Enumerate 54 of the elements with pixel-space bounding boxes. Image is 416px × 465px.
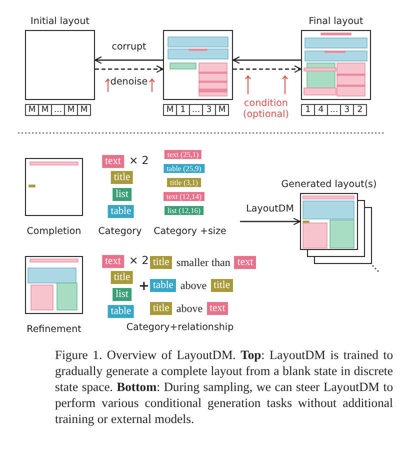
layout-heading: Initial layout xyxy=(30,16,90,27)
multiplier-text: × 2 xyxy=(129,254,149,267)
category-tag: table xyxy=(108,305,134,318)
category-tag: list xyxy=(112,188,132,202)
token-cell: M xyxy=(38,104,52,116)
category-tag: table xyxy=(150,279,176,292)
category-tag: title xyxy=(110,171,134,184)
arrow xyxy=(95,65,164,73)
category-tag: list xyxy=(112,288,132,302)
edge-label: LayoutDM xyxy=(245,203,295,214)
token-cell: 1 xyxy=(176,104,190,116)
token-cell: 2 xyxy=(353,104,367,116)
category-tag: text xyxy=(102,255,124,268)
plus-sign: + xyxy=(138,279,150,294)
column-caption: Category xyxy=(98,226,142,237)
category-tag: title xyxy=(210,279,234,292)
edge-label: corrupt xyxy=(110,42,148,53)
relation-text: above xyxy=(176,302,203,315)
arrow xyxy=(232,56,301,64)
token-cell: M xyxy=(163,104,177,116)
layout-heading: Refinement xyxy=(26,324,82,335)
token-cell: 3 xyxy=(340,104,354,116)
layout-heading: Generated layout(s) xyxy=(281,179,377,190)
edge-label: denoise xyxy=(109,76,149,88)
category-tag: title xyxy=(150,302,172,316)
token-cell: M xyxy=(215,104,229,116)
layout-frame xyxy=(163,30,233,100)
category-tag: text xyxy=(234,256,256,270)
token-cell: M xyxy=(25,104,39,116)
token-cell: ... xyxy=(189,104,203,116)
multiplier-text: × 2 xyxy=(129,154,149,167)
arrow xyxy=(233,65,302,73)
token-cell: 3 xyxy=(202,104,216,116)
layout-heading: Completion xyxy=(26,226,82,237)
category-tag: text xyxy=(206,302,228,316)
category-tag: title xyxy=(150,256,172,270)
category-tag: text xyxy=(102,155,124,168)
figure-caption: Figure 1. Overview of LayoutDM. Top: LayoutDM is trained to gradually generate a complete layout from a blank state in discrete state space. Bottom: During sampling, we can steer LayoutDM to perform various conditional generation tasks without additional training or external models. xyxy=(55,347,393,427)
relation-text: above xyxy=(180,280,207,292)
layout-heading: Final layout xyxy=(308,16,364,27)
column-caption: Category+relationship xyxy=(126,322,234,333)
column-caption: Category +size xyxy=(154,226,226,237)
token-cell: 4 xyxy=(314,104,328,116)
token-cell: ... xyxy=(51,104,65,116)
token-cell: M xyxy=(77,104,91,116)
category-tag: title xyxy=(110,271,134,284)
arrow xyxy=(94,56,163,64)
condition-note: condition (optional) xyxy=(242,98,290,120)
token-cell: M xyxy=(64,104,78,116)
token-cell: ... xyxy=(327,104,341,116)
arrow xyxy=(240,218,301,226)
token-cell: 1 xyxy=(301,104,315,116)
category-tag: table xyxy=(108,205,134,218)
relation-text: smaller than xyxy=(176,256,230,269)
